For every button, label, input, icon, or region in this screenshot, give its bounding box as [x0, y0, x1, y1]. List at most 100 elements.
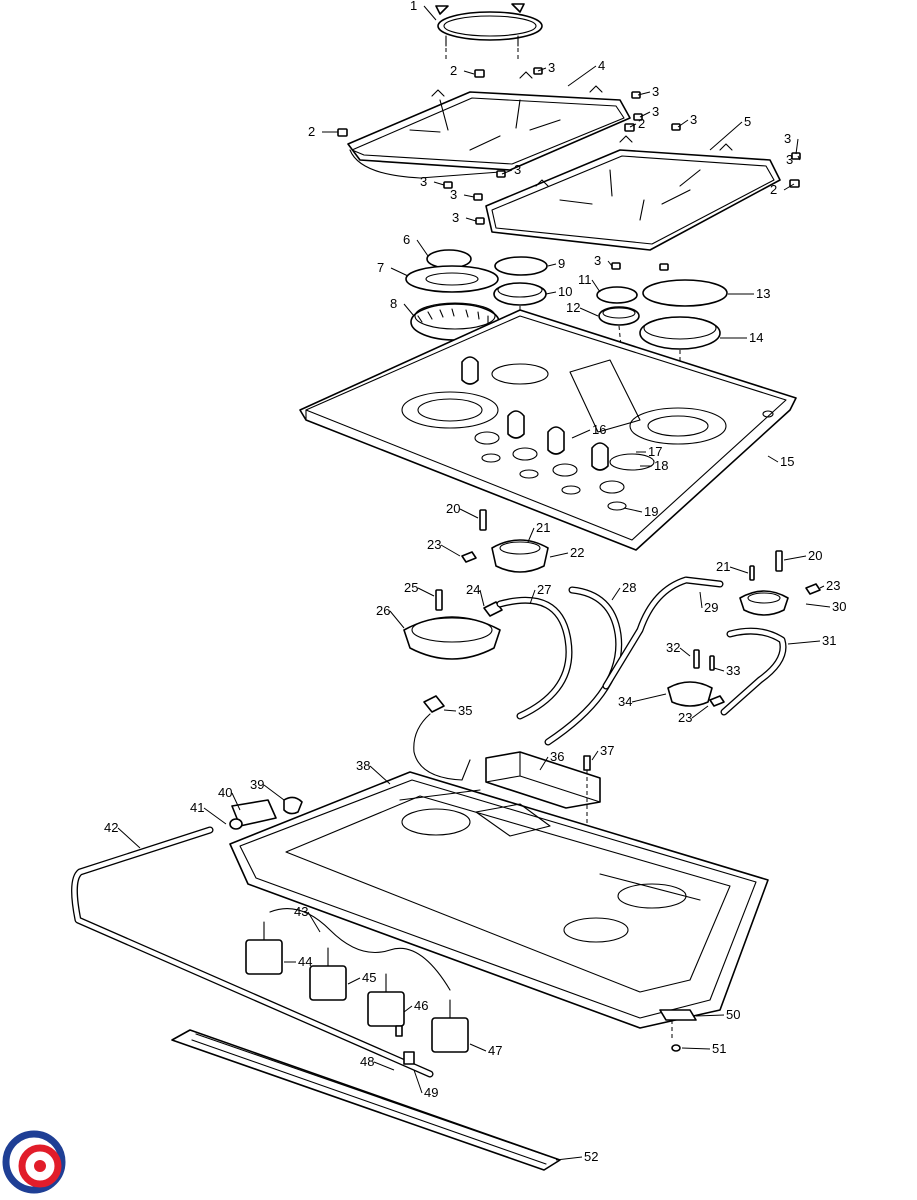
callout-33: 33	[726, 663, 740, 678]
gas-taps-row	[245, 908, 469, 1065]
callout-leader-3k	[607, 260, 613, 267]
callout-leader-43	[307, 911, 321, 933]
thermocouple-20a	[479, 509, 487, 531]
swirl-logo	[2, 1130, 66, 1194]
callout-23b: 23	[826, 578, 840, 593]
callout-leader-3f	[797, 155, 801, 161]
clip-23b	[805, 583, 821, 595]
right-pan-support	[485, 135, 781, 251]
callout-leader-2a	[463, 70, 475, 75]
callout-2c: 2	[308, 124, 315, 139]
burner-head-12	[598, 306, 640, 326]
callout-leader-3i	[463, 194, 475, 198]
electrode-21b	[749, 565, 755, 581]
cap-9	[494, 256, 548, 276]
callout-46: 46	[414, 998, 428, 1013]
callout-32: 32	[666, 640, 680, 655]
callout-42: 42	[104, 820, 118, 835]
callout-leader-3c	[639, 111, 651, 118]
callout-12: 12	[566, 300, 580, 315]
callout-7: 7	[377, 260, 384, 275]
callout-27: 27	[537, 582, 551, 597]
callout-leader-38	[369, 765, 391, 785]
callout-10: 10	[558, 284, 572, 299]
thermocouple-32	[693, 649, 700, 669]
tap-46	[367, 991, 405, 1027]
screw-37	[583, 755, 591, 771]
electrode-33	[709, 655, 715, 671]
callout-19: 19	[644, 504, 658, 519]
callout-1: 1	[410, 0, 417, 13]
ignition-and-cable	[413, 695, 601, 858]
clip-23a	[461, 551, 477, 563]
callout-18: 18	[654, 458, 668, 473]
callout-9: 9	[558, 256, 565, 271]
callout-49: 49	[424, 1085, 438, 1100]
cap-7	[405, 265, 499, 293]
callout-leader-16	[571, 429, 591, 439]
callout-leader-32	[679, 647, 691, 657]
callout-47: 47	[488, 1043, 502, 1058]
cap-11	[596, 286, 638, 304]
callout-11: 11	[578, 272, 592, 287]
callout-20b: 20	[808, 548, 822, 563]
callout-leader-34	[631, 693, 667, 703]
thermocouple-25	[435, 589, 443, 611]
hob-top-plate	[299, 309, 797, 551]
burner-body-34	[667, 681, 713, 707]
plug-35	[423, 695, 445, 713]
callout-20a: 20	[446, 501, 460, 516]
callout-leader-2b	[629, 123, 637, 128]
callout-38: 38	[356, 758, 370, 773]
callout-leader-5	[709, 121, 743, 151]
callout-22: 22	[570, 545, 584, 560]
bracket-50	[659, 1009, 697, 1021]
callout-leader-51	[681, 1047, 711, 1050]
callout-leader-30	[805, 603, 831, 608]
callout-leader-21a	[527, 527, 535, 543]
callout-leader-26	[389, 610, 405, 629]
callout-2a: 2	[450, 63, 457, 78]
burner-body-22	[491, 539, 549, 573]
callout-leader-23a	[440, 544, 461, 557]
callout-45: 45	[362, 970, 376, 985]
callout-2d: 2	[770, 182, 777, 197]
callout-17: 17	[648, 444, 662, 459]
callout-leader-33	[713, 667, 725, 672]
callout-leader-29	[699, 591, 703, 609]
callout-29: 29	[704, 600, 718, 615]
callout-36: 36	[550, 749, 564, 764]
cap-13	[642, 279, 728, 307]
callout-8: 8	[390, 296, 397, 311]
burner-bodies-and-injectors	[403, 509, 821, 707]
callout-leader-40	[231, 792, 241, 811]
callout-5: 5	[744, 114, 751, 129]
callout-leader-2d	[783, 183, 795, 191]
callout-leader-37	[591, 750, 599, 761]
callout-26: 26	[376, 603, 390, 618]
callout-leader-35	[443, 709, 457, 712]
callout-leader-3e	[795, 138, 799, 155]
callout-leader-21b	[729, 566, 749, 574]
callout-leader-20a	[459, 508, 479, 519]
clip-23c	[709, 695, 725, 707]
callout-3g: 3	[514, 162, 521, 177]
callout-39: 39	[250, 777, 264, 792]
clip-49	[403, 1051, 415, 1065]
callout-4: 4	[598, 58, 605, 73]
tap-44	[245, 939, 283, 975]
callout-leader-27	[529, 589, 536, 605]
callout-leader-28	[611, 587, 621, 601]
callout-leader-20b	[783, 555, 807, 561]
callout-40: 40	[218, 785, 232, 800]
callout-leader-50	[695, 1014, 725, 1017]
screw-48	[395, 1025, 403, 1037]
callout-35: 35	[458, 703, 472, 718]
rubber-feet-and-clips	[337, 67, 801, 271]
callout-44: 44	[298, 954, 312, 969]
callout-48: 48	[360, 1054, 374, 1069]
callout-3b: 3	[652, 84, 659, 99]
callout-16: 16	[592, 422, 606, 437]
callout-leader-47	[469, 1043, 487, 1052]
